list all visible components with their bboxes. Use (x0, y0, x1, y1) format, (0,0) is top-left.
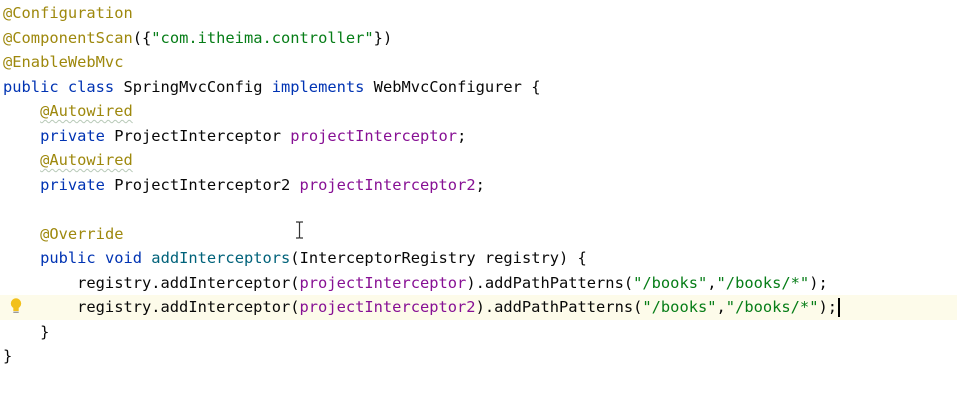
code-token: ; (457, 126, 467, 145)
code-token: "/books/*" (725, 298, 819, 316)
code-token: ); (818, 298, 838, 316)
lightbulb-icon[interactable] (9, 297, 23, 315)
code-token (3, 127, 40, 145)
code-token: ProjectInterceptor2 (104, 175, 300, 194)
code-token: , (707, 273, 717, 292)
code-token: projectInterceptor2 (299, 298, 476, 316)
code-token: registry.addInterceptor( (3, 298, 300, 316)
code-token: @Configuration (3, 4, 133, 22)
code-token: @Autowired (40, 102, 133, 120)
code-token (3, 176, 40, 194)
code-line[interactable]: } (0, 344, 957, 369)
code-line[interactable]: @Configuration (0, 1, 957, 26)
code-token (3, 225, 40, 243)
code-token: WebMvcConfigurer { (364, 77, 541, 96)
code-token: projectInterceptor2 (299, 175, 476, 194)
code-token: ; (475, 175, 485, 194)
code-token (3, 102, 40, 120)
code-token: public class (3, 77, 115, 96)
code-token: ({ (132, 28, 152, 47)
code-token: "/books" (633, 273, 708, 292)
code-token: ).addPathPatterns( (475, 298, 643, 316)
code-token: registry.addInterceptor( (3, 273, 300, 292)
code-token: ); (809, 273, 828, 292)
code-line[interactable]: registry.addInterceptor(projectIntercept… (0, 295, 957, 320)
code-token: @Autowired (40, 151, 133, 169)
code-token: addInterceptors (151, 249, 291, 267)
code-line[interactable]: public class SpringMvcConfig implements … (0, 75, 957, 100)
code-token (142, 249, 151, 267)
code-line[interactable]: @EnableWebMvc (0, 50, 957, 75)
code-token: @EnableWebMvc (3, 53, 124, 71)
code-line[interactable]: private ProjectInterceptor projectInterc… (0, 124, 957, 149)
code-token: , (716, 298, 726, 316)
code-token: "/books" (642, 298, 717, 316)
ibeam-cursor-icon (296, 221, 303, 239)
code-token: projectInterceptor (299, 273, 467, 292)
code-line[interactable]: @Autowired (0, 99, 957, 124)
code-line[interactable]: public void addInterceptors(InterceptorR… (0, 246, 957, 271)
code-token (3, 249, 40, 267)
code-token (3, 151, 40, 169)
code-token: } (3, 322, 50, 341)
code-token: @ComponentScan (3, 28, 133, 47)
code-line[interactable]: registry.addInterceptor(projectIntercept… (0, 271, 957, 296)
code-token: (InterceptorRegistry registry) { (290, 249, 587, 267)
code-token: public void (40, 249, 143, 267)
code-token: private (40, 126, 105, 145)
code-line[interactable]: @Autowired (0, 148, 957, 173)
code-token: implements (271, 77, 365, 96)
code-token: "com.itheima.controller" (151, 28, 374, 47)
code-token: @Override (40, 224, 124, 243)
code-token: SpringMvcConfig (114, 77, 272, 96)
code-line[interactable]: } (0, 320, 957, 345)
code-token: }) (373, 28, 393, 47)
code-token: } (3, 347, 13, 365)
code-line[interactable]: private ProjectInterceptor2 projectInter… (0, 173, 957, 198)
code-token: "/books/*" (716, 273, 810, 292)
text-caret (838, 298, 841, 317)
code-token: ).addPathPatterns( (466, 273, 634, 292)
code-token: private (40, 175, 105, 194)
code-token: projectInterceptor (290, 126, 458, 145)
code-line[interactable]: @Override (0, 222, 957, 247)
code-line[interactable]: @ComponentScan({"com.itheima.controller"… (0, 26, 957, 51)
code-line[interactable] (0, 197, 957, 222)
code-token: ProjectInterceptor (104, 126, 291, 145)
